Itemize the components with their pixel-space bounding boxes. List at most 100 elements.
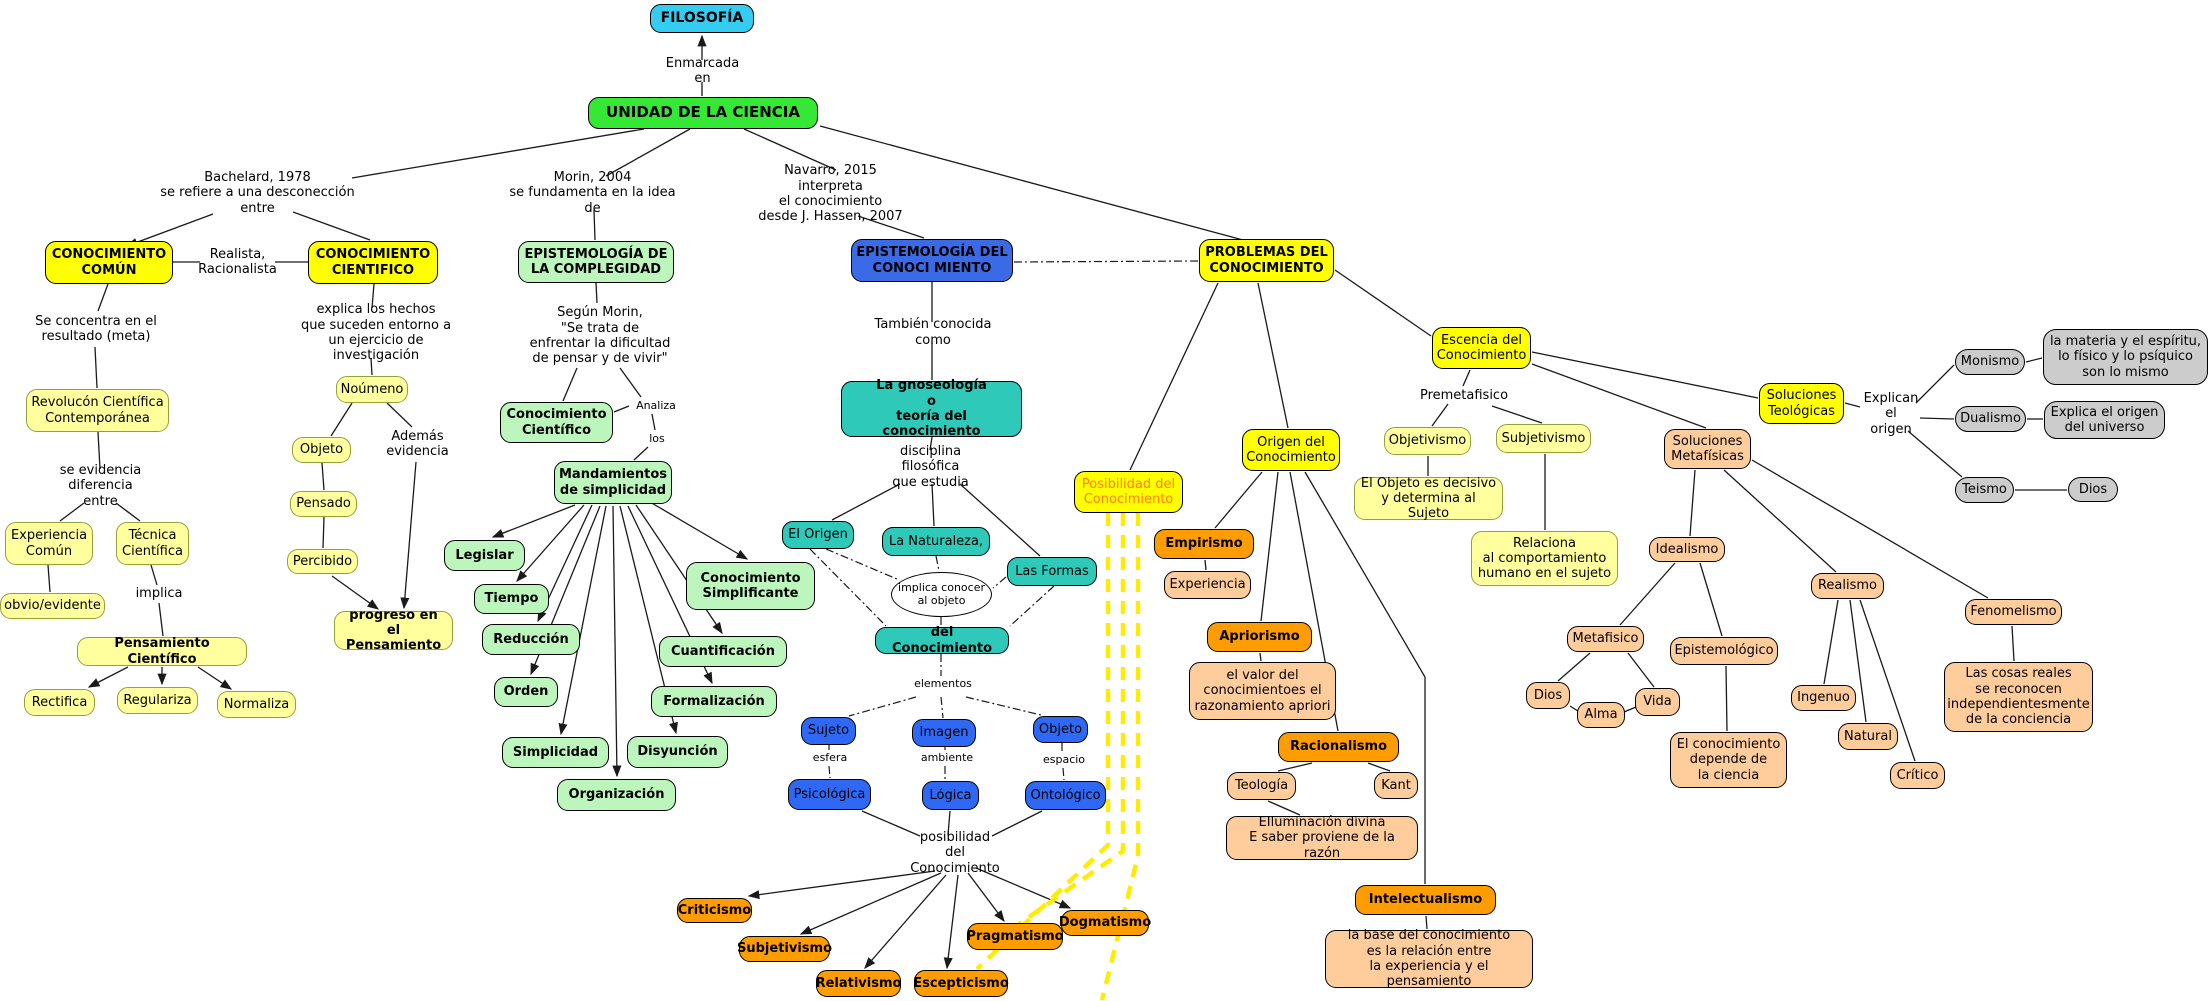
node-sujeto[interactable]: Sujeto: [801, 717, 856, 745]
node-progreso-pensamiento[interactable]: progreso en el Pensamiento: [334, 608, 453, 653]
node-materia-espiritu[interactable]: la materia y el espíritu, lo físico y lo…: [2043, 329, 2208, 385]
node-la-naturaleza[interactable]: La Naturaleza,: [882, 527, 990, 556]
link-label-bachelard: Bachelard, 1978 se refiere a una descone…: [160, 170, 355, 216]
node-obvio-evidente[interactable]: obvio/evidente: [0, 593, 105, 619]
node-base-conocimiento[interactable]: la base del conocimiento es la relación …: [1325, 928, 1533, 989]
node-tiempo[interactable]: Tiempo: [474, 584, 549, 614]
node-disyuncion[interactable]: Disyunción: [627, 736, 728, 768]
edge-7: [292, 211, 371, 241]
link-label-navarro: Navarro, 2015 interpreta el conocimiento…: [758, 163, 903, 225]
node-relaciona-comportamiento[interactable]: Relaciona al comportamiento humano en el…: [1471, 531, 1618, 586]
node-dogmatismo[interactable]: Dogmatismo: [1059, 910, 1151, 936]
node-objeto-elemento[interactable]: Objeto: [1033, 716, 1088, 743]
node-conocimiento-comun[interactable]: CONOCIMIENTO COMÚN: [45, 241, 173, 284]
node-dios-metafisico[interactable]: Dios: [1526, 682, 1570, 709]
node-logica[interactable]: Lógica: [922, 781, 979, 810]
node-el-origen[interactable]: El Origen: [782, 521, 854, 549]
node-kant[interactable]: Kant: [1374, 772, 1418, 799]
node-vida[interactable]: Vida: [1635, 688, 1680, 716]
node-regulariza[interactable]: Regulariza: [117, 687, 198, 714]
node-noumeno[interactable]: Noúmeno: [336, 376, 408, 403]
node-alma[interactable]: Alma: [1577, 702, 1625, 728]
node-pensamiento-cientifico[interactable]: Pensamiento Científico: [77, 636, 247, 667]
node-escepticismo[interactable]: Escepticismo: [913, 970, 1009, 997]
edge-93: [1204, 559, 1207, 571]
node-soluciones-teologicas[interactable]: Soluciones Teológicas: [1759, 383, 1844, 424]
node-ingenuo[interactable]: Ingenuo: [1791, 685, 1856, 711]
edge-62: [940, 696, 944, 719]
node-soluciones-metafisicas[interactable]: Soluciones Metafísicas: [1664, 429, 1751, 469]
node-rectifica[interactable]: Rectifica: [24, 689, 95, 716]
node-objetivismo[interactable]: Objetivismo: [1384, 427, 1471, 455]
node-intelectualismo[interactable]: Intelectualismo: [1355, 885, 1496, 915]
node-normaliza[interactable]: Normaliza: [217, 691, 296, 718]
node-conocimiento-cientifico[interactable]: CONOCIMIENTO CIENTIFICO: [308, 241, 438, 284]
node-subjetivismo-ismo[interactable]: Subjetivismo: [737, 936, 832, 962]
node-simplicidad[interactable]: Simplicidad: [502, 737, 609, 768]
node-revolucion-cientifica[interactable]: Revolucón Científica Contemporánea: [26, 389, 169, 432]
node-pragmatismo[interactable]: Pragmatismo: [966, 923, 1064, 950]
node-monismo[interactable]: Monismo: [1955, 349, 2025, 375]
node-fenomelismo[interactable]: Fenomelismo: [1965, 599, 2062, 625]
node-escencia-conocimiento[interactable]: Escencia del Conocimiento: [1432, 327, 1531, 369]
edge-46: [857, 215, 925, 239]
node-relativismo[interactable]: Relativismo: [816, 970, 901, 997]
node-empirismo[interactable]: Empirismo: [1154, 529, 1254, 559]
node-dios-teismo[interactable]: Dios: [2068, 477, 2118, 502]
node-reduccion[interactable]: Reducción: [482, 624, 580, 655]
node-teismo[interactable]: Teismo: [1955, 477, 2014, 503]
node-cosas-reales[interactable]: Las cosas reales se reconocen independie…: [1944, 662, 2093, 732]
node-gnoseologia[interactable]: La gnoseología o teoría del conocimiento: [841, 378, 1022, 439]
node-conocimiento-cientifico-verde[interactable]: Conocimiento Científico: [500, 402, 613, 443]
node-las-formas[interactable]: Las Formas: [1007, 557, 1097, 586]
node-tecnica-cientifica[interactable]: Técnica Científica: [116, 522, 189, 565]
node-cuantificacion[interactable]: Cuantificación: [659, 636, 787, 667]
node-criticismo[interactable]: Criticismo: [677, 898, 752, 923]
node-valor-conocimiento[interactable]: el valor del conocimientoes el razonamie…: [1189, 662, 1336, 720]
node-percibido[interactable]: Percibido: [287, 549, 358, 574]
node-posibilidad-conocimiento[interactable]: Posibilidad del Conocimiento: [1074, 471, 1183, 513]
node-origen-conocimiento[interactable]: Origen del Conocimiento: [1242, 429, 1340, 471]
edge-40: [558, 505, 607, 736]
node-racionalismo[interactable]: Racionalismo: [1278, 732, 1399, 762]
node-explica-universo[interactable]: Explica el origen del universo: [2044, 401, 2165, 439]
node-experiencia-comun[interactable]: Experiencia Común: [5, 522, 93, 565]
node-apriorismo[interactable]: Apriorismo: [1207, 622, 1312, 652]
node-imagen[interactable]: Imagen: [912, 719, 976, 747]
node-objeto-decisivo[interactable]: El Objeto es decisivo y determina al Suj…: [1354, 476, 1503, 521]
node-pensado[interactable]: Pensado: [290, 491, 357, 517]
node-implica-conocer[interactable]: implica conocer al objeto: [891, 572, 992, 617]
node-epistemologia-conocimiento[interactable]: EPISTEMOLOGÍA DEL CONOCI MIENTO: [851, 239, 1013, 282]
node-del-conocimiento[interactable]: del Conocimiento: [875, 625, 1009, 656]
node-teologia[interactable]: Teología: [1227, 772, 1296, 800]
node-experiencia[interactable]: Experiencia: [1164, 571, 1251, 599]
node-dualismo[interactable]: Dualismo: [1955, 406, 2026, 432]
edge-72: [991, 810, 1043, 837]
node-conocimiento-depende[interactable]: El conocimiento depende de la ciencia: [1670, 732, 1787, 788]
node-conocimiento-simplificante[interactable]: Conocimiento Simplificante: [686, 562, 815, 610]
node-realismo[interactable]: Realismo: [1811, 573, 1884, 599]
edge-65: [828, 765, 831, 779]
edge-17: [158, 602, 164, 637]
node-mandamientos[interactable]: Mandamientos de simplicidad: [554, 461, 672, 504]
node-natural[interactable]: Natural: [1838, 723, 1898, 750]
node-unidad-de-la-ciencia[interactable]: UNIDAD DE LA CIENCIA: [588, 97, 818, 129]
node-organizacion[interactable]: Organización: [557, 779, 676, 811]
node-epistemologia-complegidad[interactable]: EPISTEMOLOGÍA DE LA COMPLEGIDAD: [518, 241, 674, 283]
edge-100: [1723, 469, 1837, 573]
node-idealismo[interactable]: Idealismo: [1649, 537, 1725, 562]
edge-16: [150, 564, 158, 586]
node-objeto-noumeno[interactable]: Objeto: [292, 437, 351, 463]
node-legislar[interactable]: Legislar: [444, 540, 525, 571]
node-metafisico[interactable]: Metafisico: [1567, 626, 1644, 652]
node-iluminacion-divina[interactable]: EIluminación divina E saber proviene de …: [1226, 815, 1418, 861]
node-formalizacion[interactable]: Formalización: [651, 686, 777, 717]
node-subjetivismo-esencia[interactable]: Subjetivismo: [1496, 424, 1591, 453]
node-ontologico[interactable]: Ontológico: [1025, 781, 1106, 810]
node-orden[interactable]: Orden: [494, 677, 558, 707]
node-problemas-conocimiento[interactable]: PROBLEMAS DEL CONOCIMIENTO: [1199, 239, 1334, 282]
node-psicologica[interactable]: Psicológica: [788, 779, 871, 810]
node-epistemologico[interactable]: Epistemológico: [1670, 637, 1778, 665]
node-critico[interactable]: Crítico: [1890, 762, 1945, 789]
node-filosofia[interactable]: FILOSOFÍA: [650, 4, 754, 33]
